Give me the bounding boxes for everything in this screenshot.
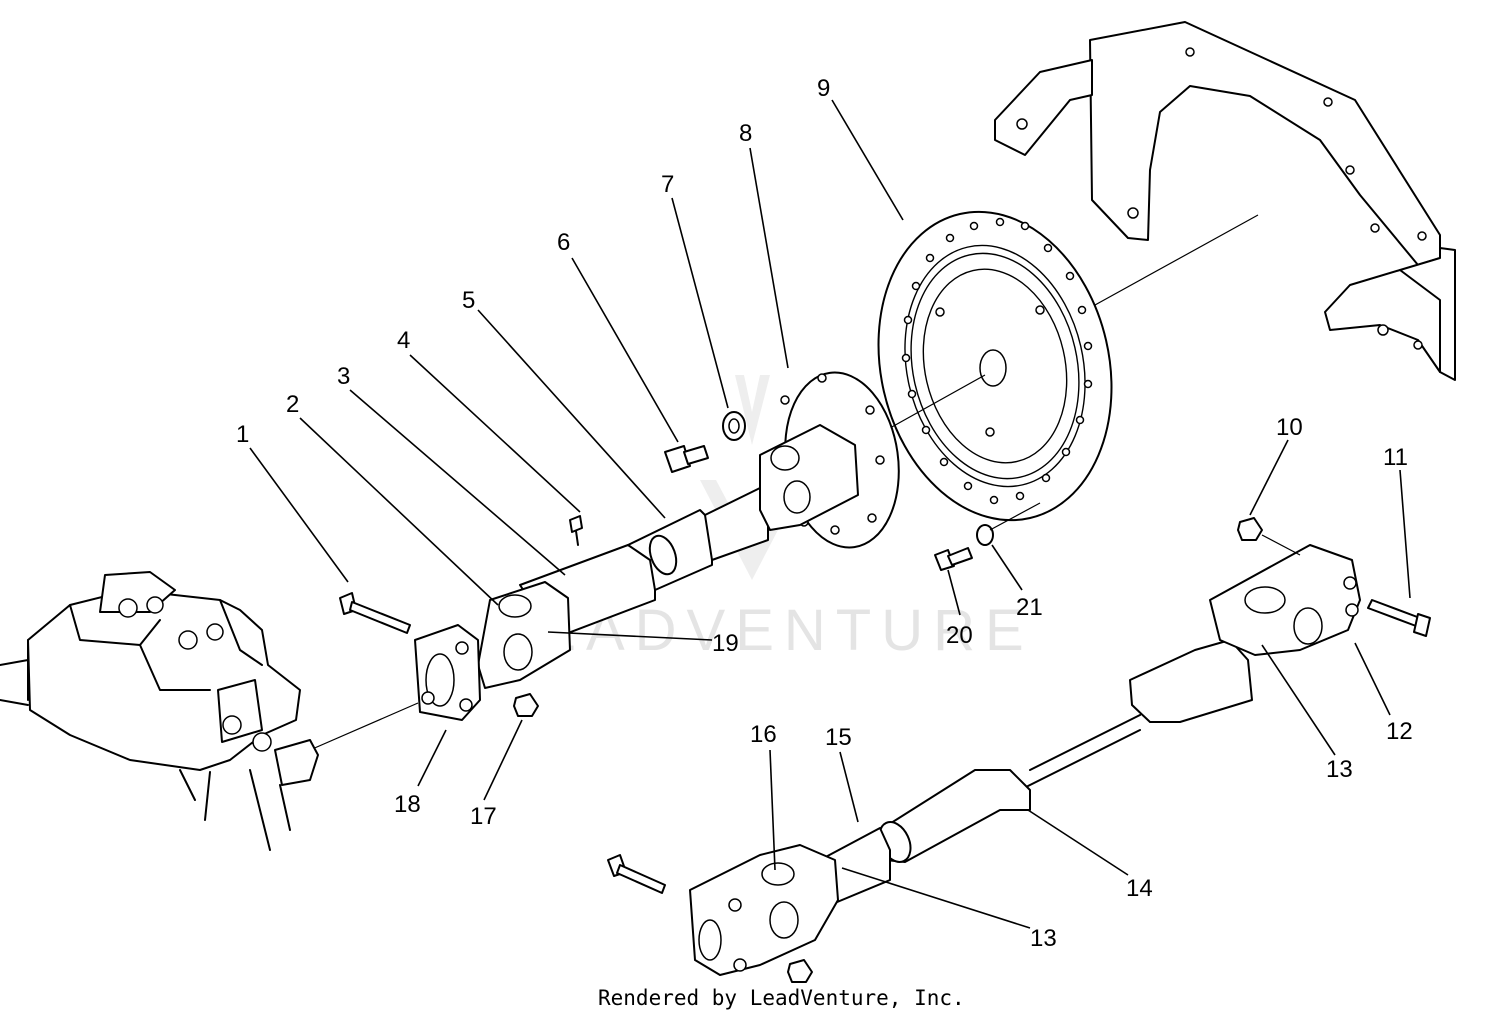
flex-disc-holes bbox=[901, 217, 1093, 505]
callout-16: 16 bbox=[750, 721, 777, 748]
callout-12: 12 bbox=[1386, 718, 1413, 745]
lower-driveshaft bbox=[607, 517, 1431, 983]
callout-6: 6 bbox=[557, 229, 570, 256]
callout-leaders bbox=[249, 99, 1411, 929]
callout-10: 10 bbox=[1276, 414, 1303, 441]
callout-4: 4 bbox=[397, 327, 410, 354]
callout-21: 21 bbox=[1016, 594, 1043, 621]
mounting-bracket bbox=[994, 21, 1456, 381]
callout-13-lower: 13 bbox=[1030, 925, 1057, 952]
callout-labels: 1 2 3 4 5 6 7 8 9 10 11 12 13 14 15 16 1… bbox=[236, 75, 1413, 952]
credit-text: Rendered by LeadVenture, Inc. bbox=[598, 986, 965, 1010]
callout-17: 17 bbox=[470, 803, 497, 830]
callout-11: 11 bbox=[1383, 444, 1408, 471]
callout-14: 14 bbox=[1126, 875, 1153, 902]
callout-2: 2 bbox=[286, 391, 299, 418]
callout-15: 15 bbox=[825, 724, 852, 751]
hydraulic-valve-block bbox=[0, 571, 319, 851]
centerline bbox=[889, 374, 986, 429]
bolt-and-washer-20-21 bbox=[934, 502, 1041, 571]
callout-5: 5 bbox=[462, 287, 475, 314]
callout-9: 9 bbox=[817, 75, 830, 102]
callout-18: 18 bbox=[394, 791, 421, 818]
centerline bbox=[1094, 214, 1259, 306]
upper-driveshaft bbox=[339, 411, 859, 721]
callout-8: 8 bbox=[739, 120, 752, 147]
callout-1: 1 bbox=[236, 421, 249, 448]
centerline bbox=[309, 702, 419, 751]
callout-7: 7 bbox=[661, 171, 674, 198]
callout-13: 13 bbox=[1326, 756, 1353, 783]
callout-20: 20 bbox=[946, 622, 973, 649]
callout-3: 3 bbox=[337, 363, 350, 390]
flex-disc bbox=[877, 210, 1113, 522]
callout-19: 19 bbox=[712, 630, 739, 657]
